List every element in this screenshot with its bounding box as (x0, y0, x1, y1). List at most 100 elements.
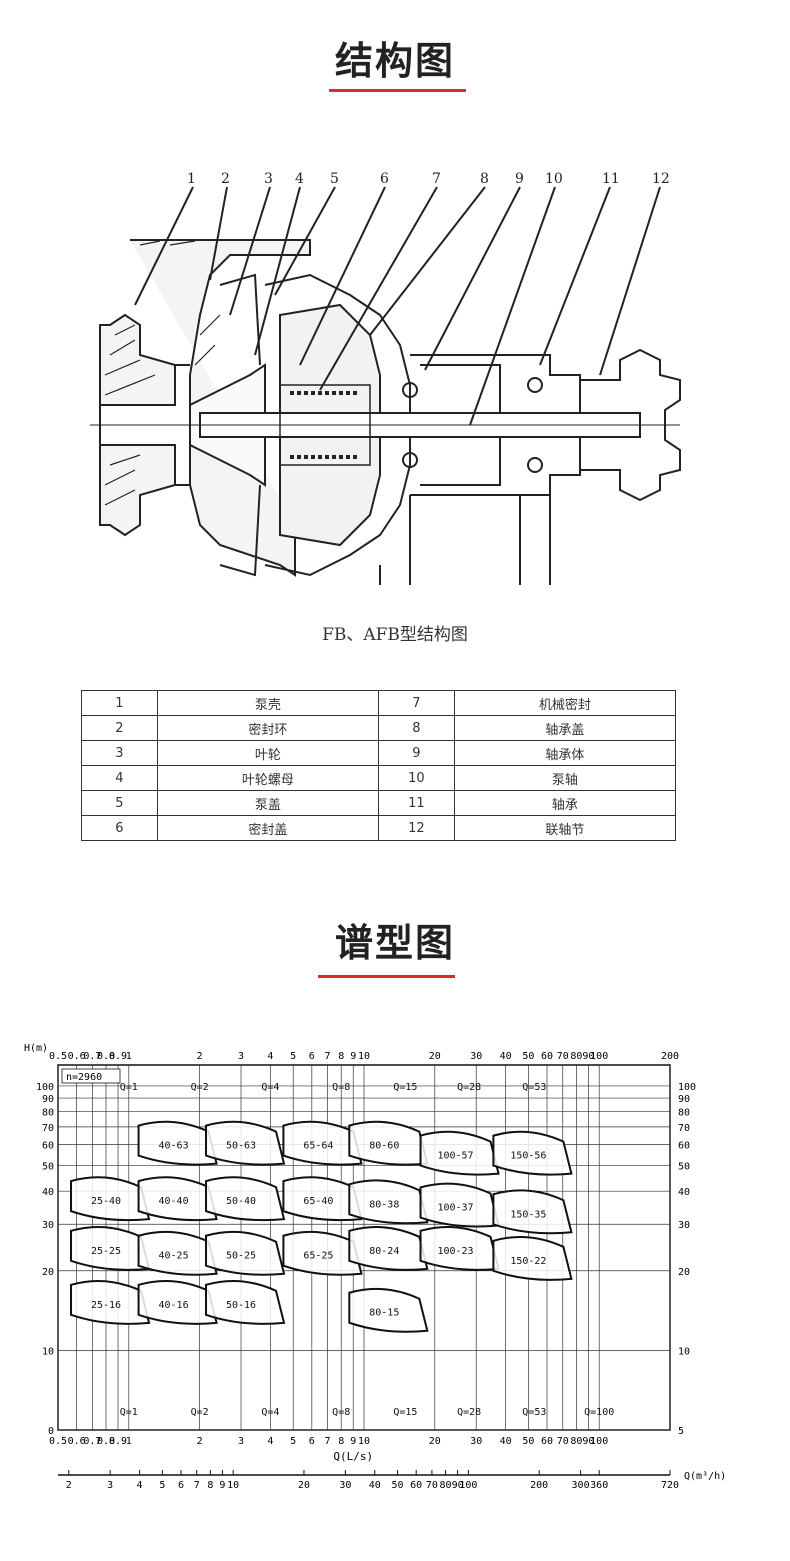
top-tick-label: 0.6 (68, 1051, 86, 1062)
bottom-tick-label: 7 (325, 1436, 331, 1447)
top-tick-label: 6 (309, 1051, 315, 1062)
bottom-tick-label: 0.8 (97, 1436, 115, 1447)
callout-label: 2 (221, 171, 230, 187)
pump-model-region (348, 1226, 429, 1271)
pump-model-region (282, 1230, 363, 1276)
part-number: 3 (81, 740, 158, 766)
flow-label-bottom: Q=28 (457, 1407, 481, 1418)
flow-label-top: Q=28 (457, 1082, 481, 1093)
structure-section-title: 结构图 (334, 39, 455, 83)
top-tick-label: 4 (267, 1051, 273, 1062)
pump-model-label: 65-40 (303, 1196, 333, 1207)
bottom-tick-label: 8 (338, 1436, 344, 1447)
flow-label-bottom: Q=1 (120, 1407, 138, 1418)
right-tick-label: 30 (678, 1220, 690, 1231)
part-number: 8 (377, 715, 455, 741)
pump-model-region (205, 1176, 286, 1222)
bottom-tick-label: 2 (197, 1436, 203, 1447)
bottom-tick-label: 40 (500, 1436, 512, 1447)
pump-model-region (137, 1230, 218, 1276)
pump-model-region (348, 1287, 429, 1333)
m3h-tick-label: 30 (339, 1480, 351, 1491)
callout-label: 4 (295, 171, 304, 187)
pump-model-label: 150-22 (510, 1256, 546, 1267)
pump-model-label: 40-25 (159, 1251, 189, 1262)
pump-model-region (137, 1176, 218, 1222)
top-tick-label: 70 (557, 1051, 569, 1062)
flow-label-top: Q=53 (522, 1082, 546, 1093)
pump-model-label: 80-38 (369, 1199, 399, 1210)
callout-label: 12 (652, 171, 670, 187)
bottom-tick-label: 70 (557, 1436, 569, 1447)
left-tick-label: 50 (42, 1162, 54, 1173)
top-tick-label: 60 (541, 1051, 553, 1062)
pump-model-region (282, 1120, 363, 1166)
part-name: 联轴节 (453, 815, 677, 841)
top-tick-label: 7 (325, 1051, 331, 1062)
bottom-tick-label: 5 (290, 1436, 296, 1447)
part-name: 泵轴 (453, 765, 677, 791)
m3h-tick-label: 100 (459, 1480, 477, 1491)
part-name: 泵壳 (156, 690, 379, 716)
callout-label: 9 (515, 171, 524, 187)
pump-structure-drawing: 1 2 3 4 5 6 7 8 9 10 11 12 (90, 171, 681, 585)
pump-model-label: 100-37 (437, 1203, 473, 1214)
right-tick-label: 50 (678, 1162, 690, 1173)
bottom-tick-label: 0.5 (49, 1436, 67, 1447)
bottom-tick-label: 30 (470, 1436, 482, 1447)
m3h-axis-label: Q(m³/h) (684, 1471, 726, 1482)
part-number: 9 (377, 740, 455, 766)
flow-label-bottom: Q=2 (191, 1407, 209, 1418)
pump-model-label: 25-25 (91, 1246, 121, 1257)
top-tick-label: 10 (358, 1051, 370, 1062)
left-tick-label: 100 (36, 1082, 54, 1093)
right-tick-label: 5 (678, 1426, 684, 1437)
top-tick-label: 0.9 (109, 1051, 127, 1062)
left-tick-label: 0 (48, 1426, 54, 1437)
pump-model-region (492, 1130, 573, 1176)
pump-model-region (492, 1236, 573, 1281)
part-number: 7 (377, 690, 455, 716)
bottom-tick-label: 20 (429, 1436, 441, 1447)
pump-model-label: 65-25 (303, 1251, 333, 1262)
pump-model-region (137, 1120, 218, 1166)
title-underline (318, 975, 455, 978)
part-number: 12 (377, 815, 455, 841)
m3h-tick-label: 20 (298, 1480, 310, 1491)
top-tick-label: 0.8 (97, 1051, 115, 1062)
flow-label-top: Q=15 (393, 1082, 417, 1093)
m3h-tick-label: 3 (107, 1480, 113, 1491)
pump-model-region (70, 1280, 151, 1325)
flow-label-top: Q=8 (332, 1082, 350, 1093)
part-number: 10 (377, 765, 455, 791)
callout-label: 3 (264, 171, 273, 187)
part-name: 泵盖 (156, 790, 379, 816)
y-axis-label: H(m) (24, 1043, 48, 1054)
bottom-tick-label: 6 (309, 1436, 315, 1447)
left-tick-label: 10 (42, 1346, 54, 1357)
top-tick-label: 0.5 (49, 1051, 67, 1062)
m3h-tick-label: 10 (227, 1480, 239, 1491)
m3h-tick-label: 70 (426, 1480, 438, 1491)
top-tick-label: 0.7 (83, 1051, 101, 1062)
callout-label: 11 (602, 171, 620, 187)
m3h-tick-label: 8 (207, 1480, 213, 1491)
bottom-tick-label: 100 (590, 1436, 608, 1447)
pump-model-label: 100-57 (437, 1151, 473, 1162)
right-tick-label: 80 (678, 1108, 690, 1119)
top-tick-label: 40 (500, 1051, 512, 1062)
m3h-tick-label: 80 (440, 1480, 452, 1491)
part-name: 密封盖 (156, 815, 379, 841)
top-tick-label: 30 (470, 1051, 482, 1062)
pump-model-label: 40-40 (159, 1196, 189, 1207)
left-tick-label: 20 (42, 1267, 54, 1278)
flow-label-bottom: Q=53 (522, 1407, 546, 1418)
bottom-tick-label: 0.6 (68, 1436, 86, 1447)
callout-label: 8 (480, 171, 489, 187)
spectrum-section-title: 谱型图 (334, 921, 455, 965)
top-tick-label: 8 (338, 1051, 344, 1062)
speed-label: n=2960 (66, 1072, 102, 1083)
